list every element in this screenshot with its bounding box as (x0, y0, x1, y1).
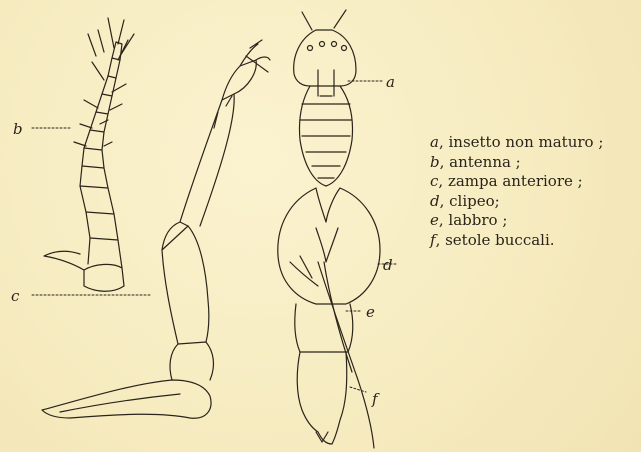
legend-text: , labbro ; (439, 211, 508, 229)
antenna-figure (44, 18, 134, 291)
legend-text: , antenna ; (440, 153, 521, 171)
figure-label-f: f (372, 392, 378, 407)
legend-text: , zampa anteriore ; (438, 172, 582, 190)
figure-label-a: a (386, 75, 395, 90)
legend-text: , setole buccali. (436, 231, 555, 249)
legend-item-f: f, setole buccali. (430, 231, 603, 251)
anterior-leg-figure (42, 40, 270, 418)
figure-legend: a, insetto non maturo ; b, antenna ; c, … (430, 133, 603, 251)
legend-item-e: e, labbro ; (430, 211, 603, 231)
figure-label-e: e (366, 305, 375, 320)
figure-label-c: c (11, 289, 19, 304)
legend-item-d: d, clipeo; (430, 192, 603, 212)
legend-item-b: b, antenna ; (430, 153, 603, 173)
legend-key: d (430, 192, 440, 210)
legend-key: a (430, 133, 439, 151)
legend-text: , insetto non maturo ; (439, 133, 603, 151)
legend-item-a: a, insetto non maturo ; (430, 133, 603, 153)
immature-insect-figure (294, 10, 356, 186)
figure-label-d: d (383, 258, 393, 273)
legend-item-c: c, zampa anteriore ; (430, 172, 603, 192)
legend-key: b (430, 153, 440, 171)
legend-text: , clipeo; (440, 192, 500, 210)
figure-label-b: b (13, 122, 23, 137)
legend-key: e (430, 211, 439, 229)
mouthparts-figure (278, 188, 380, 448)
